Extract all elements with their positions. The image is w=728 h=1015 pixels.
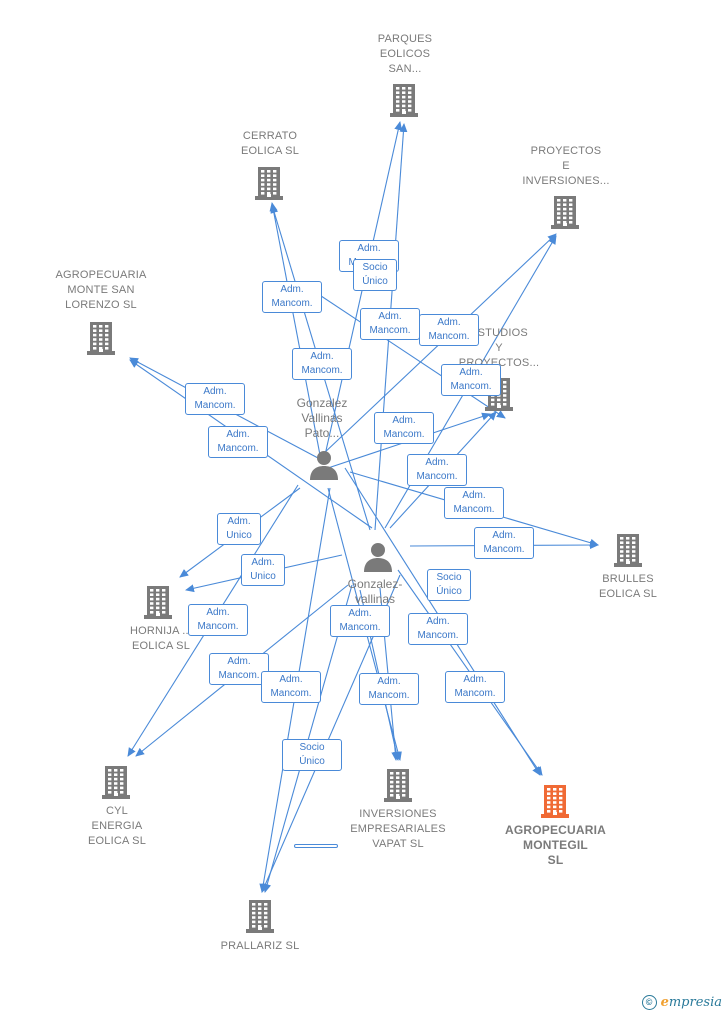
building-icon	[383, 767, 415, 808]
company-label: CYL ENERGIA EOLICA SL	[87, 805, 147, 847]
company-label: BRULLES EOLICA SL	[598, 573, 658, 600]
relation-badge[interactable]: Adm. Mancom.	[209, 653, 269, 685]
relation-badge[interactable]: Adm. Mancom.	[374, 412, 434, 444]
relation-badge[interactable]: Adm. Mancom.	[262, 281, 322, 313]
relation-badge[interactable]: Adm. Mancom.	[330, 605, 390, 637]
building-icon	[254, 165, 286, 206]
brand-logo: empresia	[660, 995, 722, 1010]
relation-badge[interactable]: Adm. Mancom.	[208, 426, 268, 458]
building-icon	[613, 532, 645, 573]
company-label: AGROPECUARIA MONTEGIL SL	[504, 823, 607, 867]
footer-brand: © empresia	[641, 995, 722, 1010]
company-label: CERRATO EOLICA SL	[240, 130, 300, 157]
person-icon[interactable]	[308, 449, 340, 486]
relation-badge[interactable]: Adm. Unico	[217, 513, 261, 545]
relation-badge[interactable]: Adm. Mancom.	[261, 671, 321, 703]
relation-badge[interactable]: Adm. Mancom.	[359, 673, 419, 705]
relation-badge[interactable]: Adm. Mancom.	[408, 613, 468, 645]
relation-badge[interactable]: Adm. Mancom.	[360, 308, 420, 340]
building-icon	[143, 584, 175, 625]
relation-badge[interactable]: Socio Único	[427, 569, 471, 601]
relation-badge[interactable]: Adm. Mancom.	[185, 383, 245, 415]
relation-badge[interactable]	[294, 844, 338, 848]
relation-badge[interactable]: Adm. Mancom.	[419, 314, 479, 346]
relation-badge[interactable]: Adm. Mancom.	[474, 527, 534, 559]
company-label: PRALLARIZ SL	[220, 940, 300, 952]
relation-badge[interactable]: Socio Único	[353, 259, 397, 291]
person-icon[interactable]	[362, 541, 394, 578]
building-icon	[86, 320, 118, 361]
relation-badge[interactable]: Adm. Mancom.	[407, 454, 467, 486]
relation-badge[interactable]: Socio Único	[282, 739, 342, 771]
building-icon	[540, 783, 572, 824]
relation-badge[interactable]: Adm. Mancom.	[188, 604, 248, 636]
company-label: AGROPECUARIA MONTE SAN LORENZO SL	[55, 269, 147, 311]
person-label: Gonzalez Vallinas Pato...	[296, 396, 348, 440]
relation-badge[interactable]: Adm. Mancom.	[445, 671, 505, 703]
copyright-icon: ©	[641, 995, 657, 1010]
company-label: PARQUES EOLICOS SAN...	[377, 33, 433, 75]
company-label: PROYECTOS E INVERSIONES...	[522, 145, 610, 187]
company-label: HORNIJA ... EOLICA SL	[129, 625, 192, 652]
relation-badge[interactable]: Adm. Unico	[241, 554, 285, 586]
relation-badge[interactable]: Adm. Mancom.	[441, 364, 501, 396]
company-label: INVERSIONES EMPRESARIALES VAPAT SL	[350, 808, 446, 850]
relation-edge	[269, 202, 321, 456]
relation-badge[interactable]: Adm. Mancom.	[292, 348, 352, 380]
building-icon	[550, 194, 582, 235]
building-icon	[245, 898, 277, 939]
building-icon	[389, 82, 421, 123]
building-icon	[101, 764, 133, 805]
relation-badge[interactable]: Adm. Mancom.	[444, 487, 504, 519]
